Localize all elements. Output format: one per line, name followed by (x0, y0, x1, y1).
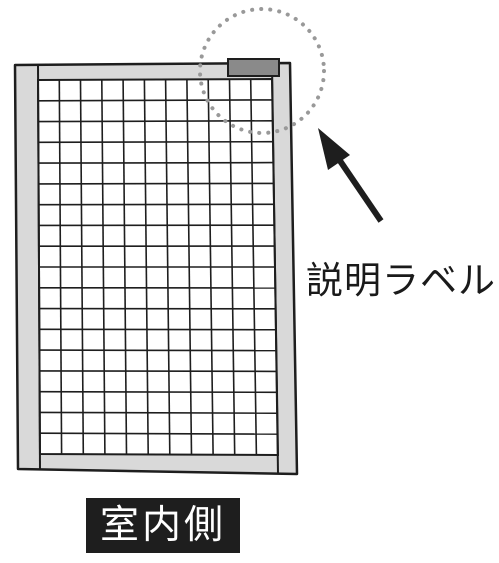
indoor-side-badge: 室内側 (86, 498, 241, 553)
highlight-circle (198, 7, 326, 135)
mesh-horizontal-line (38, 99, 273, 102)
arrow-shaft (331, 150, 384, 223)
mesh-horizontal-line (39, 411, 278, 415)
description-label-plate (227, 58, 280, 77)
pointer-arrow (318, 128, 384, 223)
mesh-horizontal-line (39, 349, 277, 352)
frame-right-rail-edge (271, 63, 279, 474)
description-label-callout: 説明ラベル (306, 259, 496, 302)
mesh-horizontal-line (39, 432, 278, 435)
mesh-horizontal-line (39, 370, 277, 373)
mesh-horizontal-line (39, 390, 278, 394)
mesh-horizontal-line (38, 182, 274, 185)
mesh-horizontal-line (38, 120, 273, 123)
screen-mesh (38, 79, 278, 455)
mesh-horizontal-line (38, 140, 274, 144)
arrow-head (318, 128, 350, 170)
mesh-horizontal-line (38, 161, 274, 164)
